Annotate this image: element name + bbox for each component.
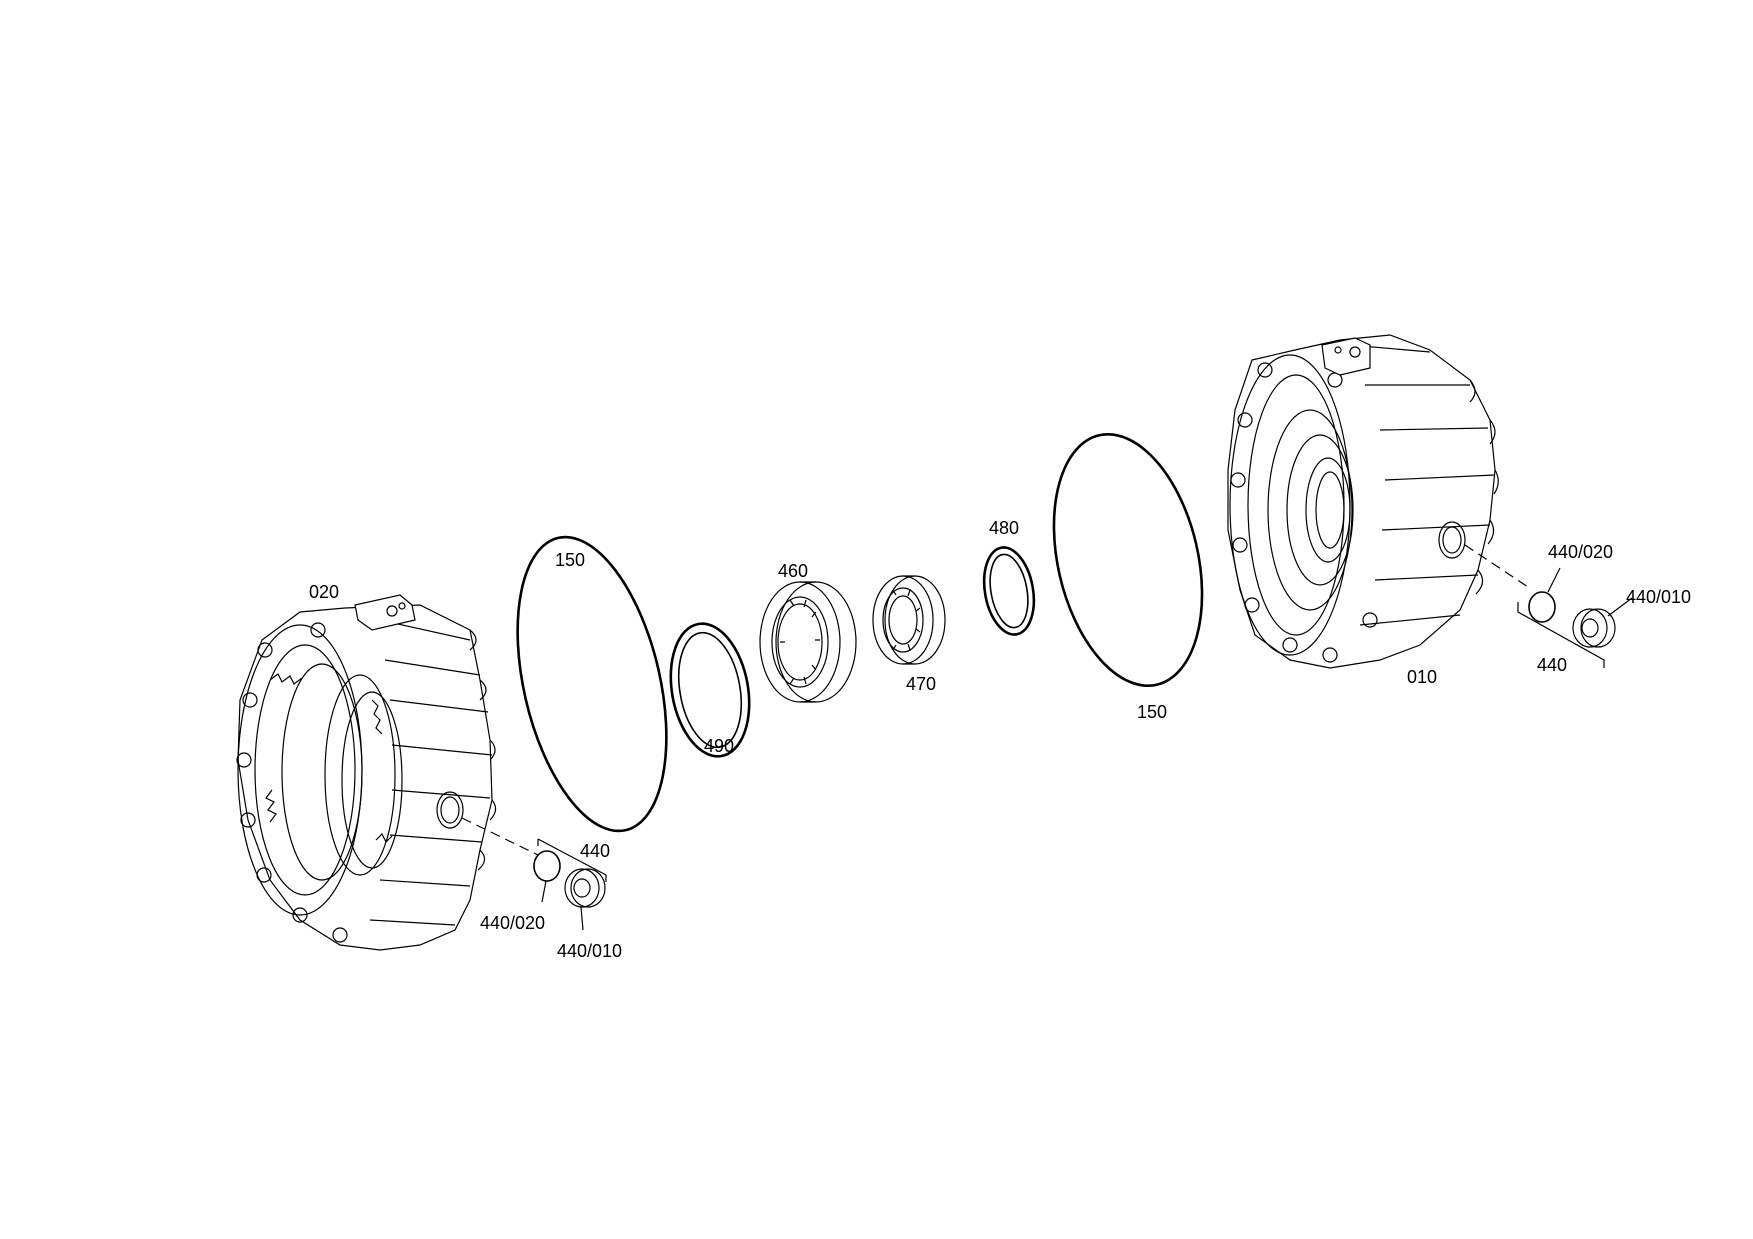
label-440-010-right: 440/010 [1626, 587, 1692, 607]
leader-440-010-left [580, 906, 584, 931]
bracket-440-right [1517, 602, 1605, 668]
oring-150-left [516, 535, 668, 833]
shim-490 [669, 622, 751, 758]
plug-440-010-right [1572, 608, 1616, 648]
label-440-020-left: 440/020 [480, 913, 546, 933]
leader-440-020-left [541, 880, 547, 903]
label-010: 010 [1407, 667, 1438, 687]
label-490: 490 [704, 736, 735, 756]
label-470: 470 [906, 674, 937, 694]
housing-010 [1227, 334, 1499, 669]
label-460: 460 [778, 561, 809, 581]
housing-020 [236, 594, 497, 951]
bracket-440-left [537, 838, 607, 882]
label-440-020-right: 440/020 [1548, 542, 1614, 562]
leader-dash-left [461, 817, 539, 856]
label-440-right: 440 [1537, 655, 1568, 675]
leader-440-020-right [1547, 567, 1561, 593]
oring-150-right [1052, 432, 1204, 688]
plug-440-010-left [564, 868, 606, 908]
leader-dash-right [1464, 544, 1529, 588]
label-020: 020 [309, 582, 340, 602]
bearing-460 [759, 581, 857, 703]
oring-440-020-right [1528, 591, 1556, 623]
label-440-010-left: 440/010 [557, 941, 623, 961]
leader-440-010-right [1607, 597, 1633, 617]
label-480: 480 [989, 518, 1020, 538]
label-150-left: 150 [555, 550, 586, 570]
bearing-470 [872, 575, 946, 665]
shim-480 [982, 546, 1036, 636]
oring-440-020-left [533, 850, 561, 882]
label-150-right: 150 [1137, 702, 1168, 722]
label-440-left: 440 [580, 841, 611, 861]
